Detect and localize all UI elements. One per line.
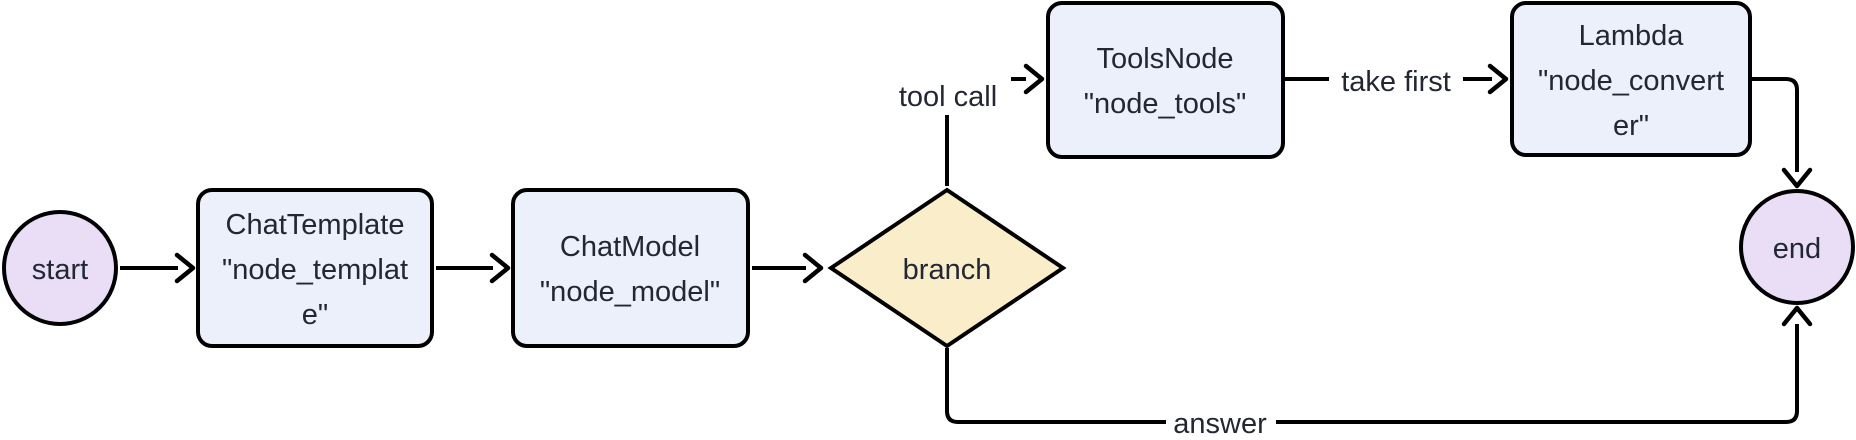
node-end: end [1739,189,1855,305]
edge-label-tool-call: tool call [885,77,1011,115]
lambda-converter-box [1510,1,1752,157]
arrowhead-right-icon [174,252,196,284]
edge-label-background [885,77,1011,115]
node-start-label: start [32,254,88,286]
tools-node-box [1046,1,1285,159]
node-chat-model: ChatModel "node_model" [511,188,750,348]
arrowhead-right-icon [1487,63,1509,95]
node-end-label: end [1773,233,1821,265]
chat-model-box [511,188,750,348]
chat-template-box [196,188,434,348]
edge-start-to-template [120,252,196,284]
arrowhead-right-icon [802,252,824,284]
node-chat-model-line2: "node_model" [540,276,720,308]
edge-line [945,324,1799,424]
edge-label-text: take first [1341,66,1451,98]
node-converter: Lambda "node_convert er" [1510,1,1752,157]
arrowhead-right-icon [1023,63,1045,95]
edge-line [1752,77,1799,172]
node-tools-line2: "node_tools" [1084,88,1247,120]
edge-label-background [1329,61,1463,99]
end-circle [1739,189,1855,305]
node-branch-label: branch [903,254,992,286]
node-chat-template-line1: ChatTemplate [226,209,405,241]
node-converter-line1: Lambda [1579,20,1685,52]
edge-template-to-model [436,252,511,284]
node-tools: ToolsNode "node_tools" [1046,1,1285,159]
node-converter-line3: er" [1613,110,1649,142]
branch-diamond [827,187,1067,349]
edge-converter-to-end [1752,77,1813,189]
edge-branch-to-end-answer [945,305,1813,424]
node-converter-line2: "node_convert [1538,65,1724,97]
arrowhead-up-icon [1781,305,1813,327]
edge-label-answer: answer [1166,404,1276,440]
node-tools-line1: ToolsNode [1096,43,1233,75]
start-circle [2,210,118,326]
arrowhead-down-icon [1781,167,1813,189]
node-chat-template-line2: "node_templat [222,254,408,286]
edge-label-background [1166,404,1276,440]
node-chat-model-line1: ChatModel [560,231,700,263]
node-start: start [2,210,118,326]
node-branch: branch [827,187,1067,349]
arrowhead-right-icon [489,252,511,284]
edge-label-take-first: take first [1329,61,1463,99]
edge-model-to-branch [752,252,824,284]
edge-label-text: answer [1173,408,1267,440]
edge-label-text: tool call [899,81,997,113]
node-chat-template: ChatTemplate "node_templat e" [196,188,434,348]
node-chat-template-line3: e" [302,299,328,331]
